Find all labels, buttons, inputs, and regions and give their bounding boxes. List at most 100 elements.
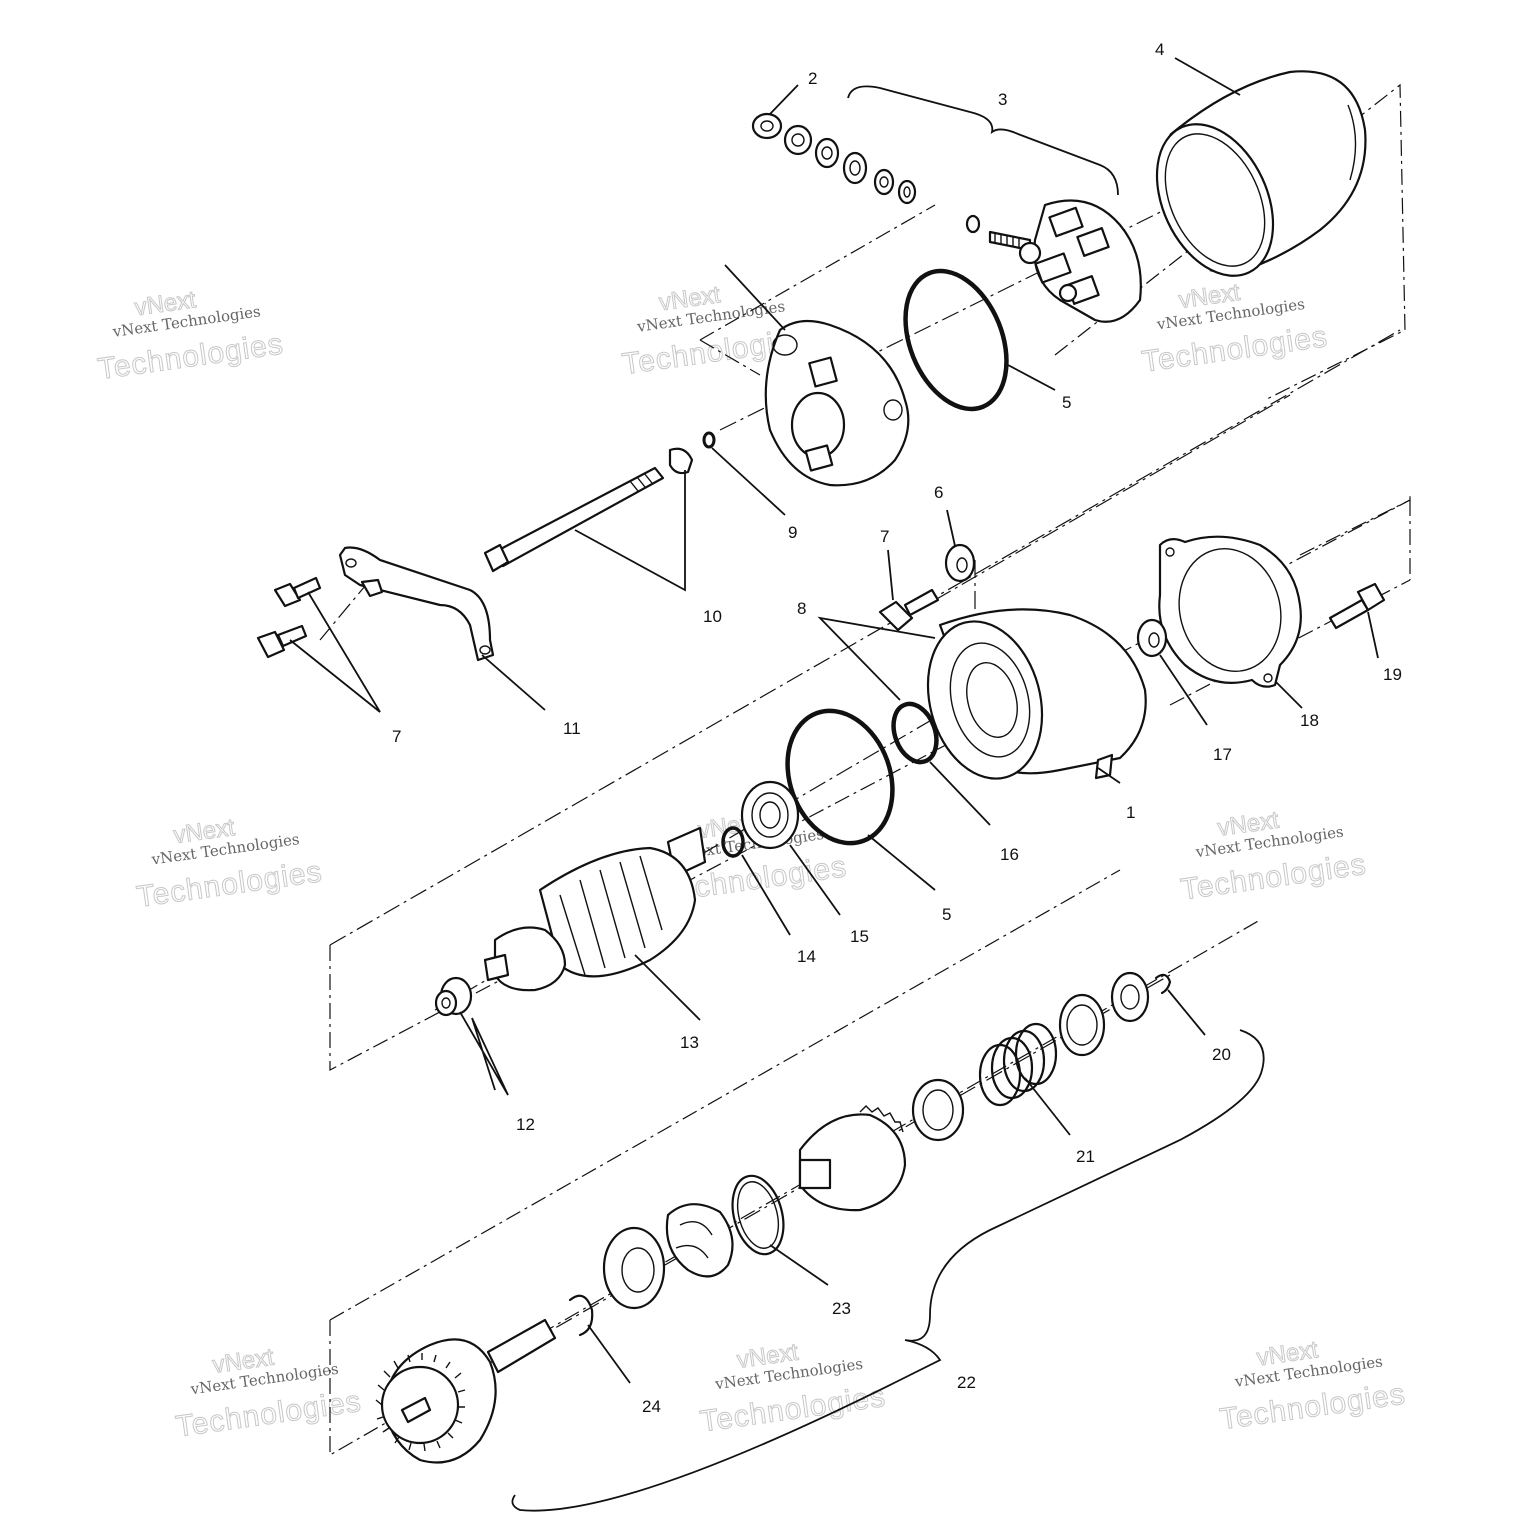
- leader-4: [1174, 57, 1241, 96]
- callouts: 2 3 4 5 9 6 7 8 10 7 11 19 18 17 1 16 5 …: [392, 40, 1402, 1416]
- callout-22: 22: [957, 1373, 976, 1392]
- spring-coil: [990, 1036, 1034, 1100]
- callout-8: 8: [797, 599, 806, 618]
- washer-17-body: [1136, 618, 1168, 658]
- stop-washer-inner: [621, 1247, 655, 1293]
- spring-coil: [1014, 1022, 1058, 1086]
- gasket-outer: [1158, 535, 1302, 688]
- frame-line: [329, 495, 1411, 1071]
- callout-6: 6: [934, 483, 943, 502]
- brush-box: [1034, 252, 1072, 284]
- brush-holder-assembly: [965, 199, 1142, 323]
- bushing-12: [434, 976, 473, 1017]
- bracket-hole: [345, 558, 357, 568]
- washer-hole: [791, 133, 805, 147]
- callout-23: 23: [832, 1299, 851, 1318]
- spring-assembly: [911, 993, 1106, 1142]
- leader-10: [574, 470, 686, 592]
- frame-line: [1299, 499, 1411, 556]
- leader-2: [769, 84, 799, 115]
- bolt-threads: [994, 233, 1020, 247]
- gear-teeth: [375, 1353, 466, 1452]
- leader-5a: [1007, 364, 1056, 391]
- bushing-face: [434, 989, 458, 1017]
- leader-18: [1275, 681, 1303, 709]
- armature-slots: [559, 855, 663, 976]
- housing-bearing-seat: [966, 662, 1018, 738]
- drive-shaft: [486, 1318, 557, 1374]
- terminal-washer: [1058, 283, 1078, 303]
- brush-box: [1048, 206, 1084, 238]
- callout-12: 12: [516, 1115, 535, 1134]
- oring-9: [702, 431, 716, 449]
- watermark-tile: vNext vNext Technologies Technologies: [1217, 1336, 1408, 1437]
- bearing-outer: [740, 780, 800, 850]
- spring-coil: [978, 1043, 1022, 1107]
- shaft-stub: [400, 1396, 432, 1424]
- leader-6: [946, 509, 956, 547]
- callout-7-bracket: 7: [392, 727, 401, 746]
- callout-13: 13: [680, 1033, 699, 1052]
- brush-box: [1076, 227, 1110, 257]
- snap-ring-20: [1110, 971, 1172, 1023]
- leader-20: [1167, 989, 1206, 1036]
- braces: [511, 85, 1265, 1512]
- gasket-hole: [1263, 673, 1273, 683]
- axis-line: [319, 579, 371, 641]
- pinion-teeth: [859, 1105, 904, 1133]
- leader-24: [587, 1324, 631, 1384]
- pinion-clutch: [798, 1105, 907, 1212]
- washer-hole: [903, 186, 911, 198]
- cover-ear: [772, 334, 798, 356]
- bracket-hole: [479, 645, 491, 655]
- leader-1-top: [724, 264, 786, 331]
- yoke-inner-rim: [1164, 133, 1266, 267]
- reduction-gear-shaft: [375, 1318, 557, 1464]
- snap-ring-14: [721, 826, 745, 858]
- watermark-tile: vNext vNext Technologies Technologies: [95, 286, 286, 387]
- washer-6-hole: [956, 557, 968, 573]
- stop-washer: [602, 1226, 666, 1310]
- bolt-shank: [292, 576, 322, 600]
- bolt-lock-washer: [668, 447, 694, 475]
- leader-13: [634, 954, 701, 1021]
- bolt-head: [273, 582, 302, 608]
- brace-22: [511, 1029, 1265, 1512]
- callout-21: 21: [1076, 1147, 1095, 1166]
- washer: [873, 168, 895, 196]
- washer-hole: [821, 146, 833, 160]
- washer: [814, 137, 840, 169]
- bolt-shank: [903, 588, 940, 617]
- leader-21: [1024, 1077, 1071, 1136]
- callout-1-front: 1: [1126, 803, 1135, 822]
- small-oring: [965, 214, 981, 234]
- clutch-hub: [798, 1158, 832, 1190]
- armature-core: [538, 846, 697, 978]
- leader-23: [769, 1244, 829, 1286]
- collar-bore: [1120, 984, 1140, 1010]
- watermark-tile: vNext vNext Technologies Technologies: [1139, 278, 1330, 379]
- terminal-washer: [1018, 241, 1042, 265]
- callout-5-bottom: 5: [942, 905, 951, 924]
- collar: [1058, 993, 1106, 1057]
- callout-16: 16: [1000, 845, 1019, 864]
- frame-line: [329, 869, 1121, 1321]
- brace-3: [847, 85, 1119, 196]
- armature-commutator: [493, 926, 567, 992]
- washer: [783, 124, 813, 156]
- leader-15: [789, 844, 841, 916]
- bolt-shank: [1328, 598, 1370, 630]
- nut-2: [751, 112, 783, 140]
- yoke-housing: [1155, 70, 1367, 277]
- armature: [483, 826, 707, 992]
- washer-hole: [849, 160, 861, 176]
- callout-10: 10: [703, 607, 722, 626]
- bolt-19: [1328, 582, 1386, 630]
- watermark-tile: vNext vNext Technologies Technologies: [173, 1343, 364, 1444]
- callout-18: 18: [1300, 711, 1319, 730]
- leader-7a: [887, 549, 894, 601]
- cover-slot: [808, 356, 838, 388]
- yoke-rim-line: [1347, 104, 1357, 181]
- bolt-head: [878, 600, 914, 632]
- leader-19: [1367, 611, 1379, 659]
